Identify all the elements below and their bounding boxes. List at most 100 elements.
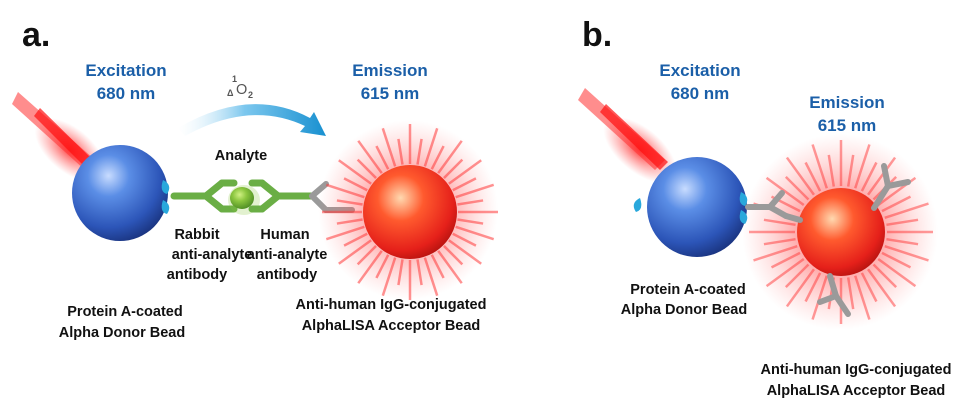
emission-ray	[448, 159, 482, 185]
rabbit-antibody-label-2: anti-analyte	[172, 247, 253, 263]
panel-a-excitation-title: Excitation	[85, 61, 166, 80]
emission-ray	[763, 218, 796, 227]
emission-ray	[357, 250, 383, 284]
svg-text:1: 1	[232, 74, 237, 84]
emission-ray	[381, 127, 397, 167]
emission-ray	[336, 199, 363, 206]
panel-b: b. Excitation 680 nm Emission 615 nm	[578, 16, 951, 399]
emission-ray	[785, 268, 815, 308]
svg-text:Δ: Δ	[227, 88, 234, 98]
emission-ray	[804, 272, 822, 303]
emission-ray	[338, 239, 372, 265]
panel-b-acceptor-label-1: Anti-human IgG-conjugated	[761, 362, 952, 378]
panel-b-excitation-beam	[578, 88, 677, 183]
analyte-label: Analyte	[215, 148, 267, 164]
panel-a-donor-bead	[72, 145, 170, 241]
emission-ray	[357, 140, 383, 174]
panel-a-emission-title: Emission	[352, 61, 428, 80]
emission-ray	[770, 251, 801, 269]
human-antibody-label-2: anti-analyte	[247, 247, 328, 263]
singlet-oxygen-label: 1 Δ O 2	[227, 74, 253, 100]
emission-ray	[356, 245, 377, 266]
panel-a-acceptor-bead	[318, 120, 498, 300]
panel-b-acceptor-label-2: AlphaLISA Acceptor Bead	[767, 383, 946, 399]
emission-ray	[375, 254, 390, 279]
emission-ray	[804, 161, 822, 192]
panel-a-emission-wavelength: 615 nm	[361, 84, 420, 103]
panel-a-donor-label-1: Protein A-coated	[67, 304, 182, 320]
emission-ray	[765, 258, 805, 288]
emission-ray	[785, 156, 815, 196]
emission-ray	[437, 140, 463, 174]
emission-ray	[884, 202, 929, 219]
emission-ray	[452, 177, 477, 192]
emission-ray	[448, 239, 482, 265]
emission-ray	[455, 225, 495, 241]
emission-ray	[325, 183, 365, 199]
emission-ray	[375, 145, 390, 170]
emission-ray	[867, 268, 897, 308]
emission-ray	[430, 254, 445, 279]
emission-ray	[860, 272, 878, 303]
emission-ray	[784, 175, 810, 201]
emission-ray	[430, 145, 445, 170]
svg-text:2: 2	[248, 90, 253, 100]
emission-ray	[867, 156, 897, 196]
emission-ray	[827, 154, 836, 187]
emission-ray	[877, 258, 917, 288]
emission-ray	[811, 275, 828, 320]
emission-ray	[884, 245, 929, 262]
human-antibody	[248, 179, 316, 213]
emission-ray	[854, 144, 871, 189]
svg-text:O: O	[236, 82, 247, 98]
panel-a: a. Excitation 680 nm Emission 615 nm 1 Δ…	[12, 16, 498, 341]
panel-b-donor-label-1: Protein A-coated	[630, 282, 745, 298]
emission-ray	[886, 237, 919, 246]
emission-ray	[397, 259, 404, 286]
emission-ray	[872, 263, 898, 289]
emission-ray	[846, 154, 855, 187]
panel-b-emission-title: Emission	[809, 93, 885, 112]
emission-ray	[881, 195, 912, 213]
emission-ray	[416, 259, 423, 286]
emission-ray	[811, 144, 828, 189]
panel-b-label: b.	[582, 16, 612, 54]
emission-ray	[443, 158, 464, 179]
emission-ray	[457, 218, 484, 225]
panel-a-acceptor-label-2: AlphaLISA Acceptor Bead	[302, 318, 481, 334]
emission-ray	[343, 177, 368, 192]
emission-ray	[881, 251, 912, 269]
panel-b-donor-bead	[633, 157, 748, 257]
emission-ray	[325, 225, 365, 241]
panel-a-excitation-wavelength: 680 nm	[97, 84, 156, 103]
emission-ray	[886, 218, 919, 227]
rabbit-antibody-label-3: antibody	[167, 267, 227, 283]
rabbit-antibody	[170, 179, 238, 213]
panel-b-excitation-wavelength: 680 nm	[671, 84, 730, 103]
emission-ray	[854, 275, 871, 320]
panel-b-emission-wavelength: 615 nm	[818, 116, 877, 135]
panel-a-label: a.	[22, 16, 50, 54]
emission-ray	[397, 138, 404, 165]
emission-ray	[452, 232, 477, 247]
emission-ray	[343, 232, 368, 247]
emission-ray	[423, 257, 439, 297]
emission-ray	[846, 277, 855, 310]
panel-a-acceptor-label-1: Anti-human IgG-conjugated	[296, 297, 487, 313]
emission-ray	[753, 245, 798, 262]
human-antibody-label-3: antibody	[257, 267, 317, 283]
emission-ray	[356, 158, 377, 179]
human-antibody-label-1: Human	[260, 227, 309, 243]
emission-ray	[765, 176, 805, 206]
emission-ray	[784, 263, 810, 289]
emission-ray	[455, 183, 495, 199]
emission-ray	[437, 250, 463, 284]
emission-ray	[763, 237, 796, 246]
emission-ray	[860, 161, 878, 192]
emission-ray	[381, 257, 397, 297]
emission-ray	[338, 159, 372, 185]
panel-b-donor-label-2: Alpha Donor Bead	[621, 302, 747, 318]
emission-ray	[336, 218, 363, 225]
panel-a-donor-label-2: Alpha Donor Bead	[59, 325, 185, 341]
